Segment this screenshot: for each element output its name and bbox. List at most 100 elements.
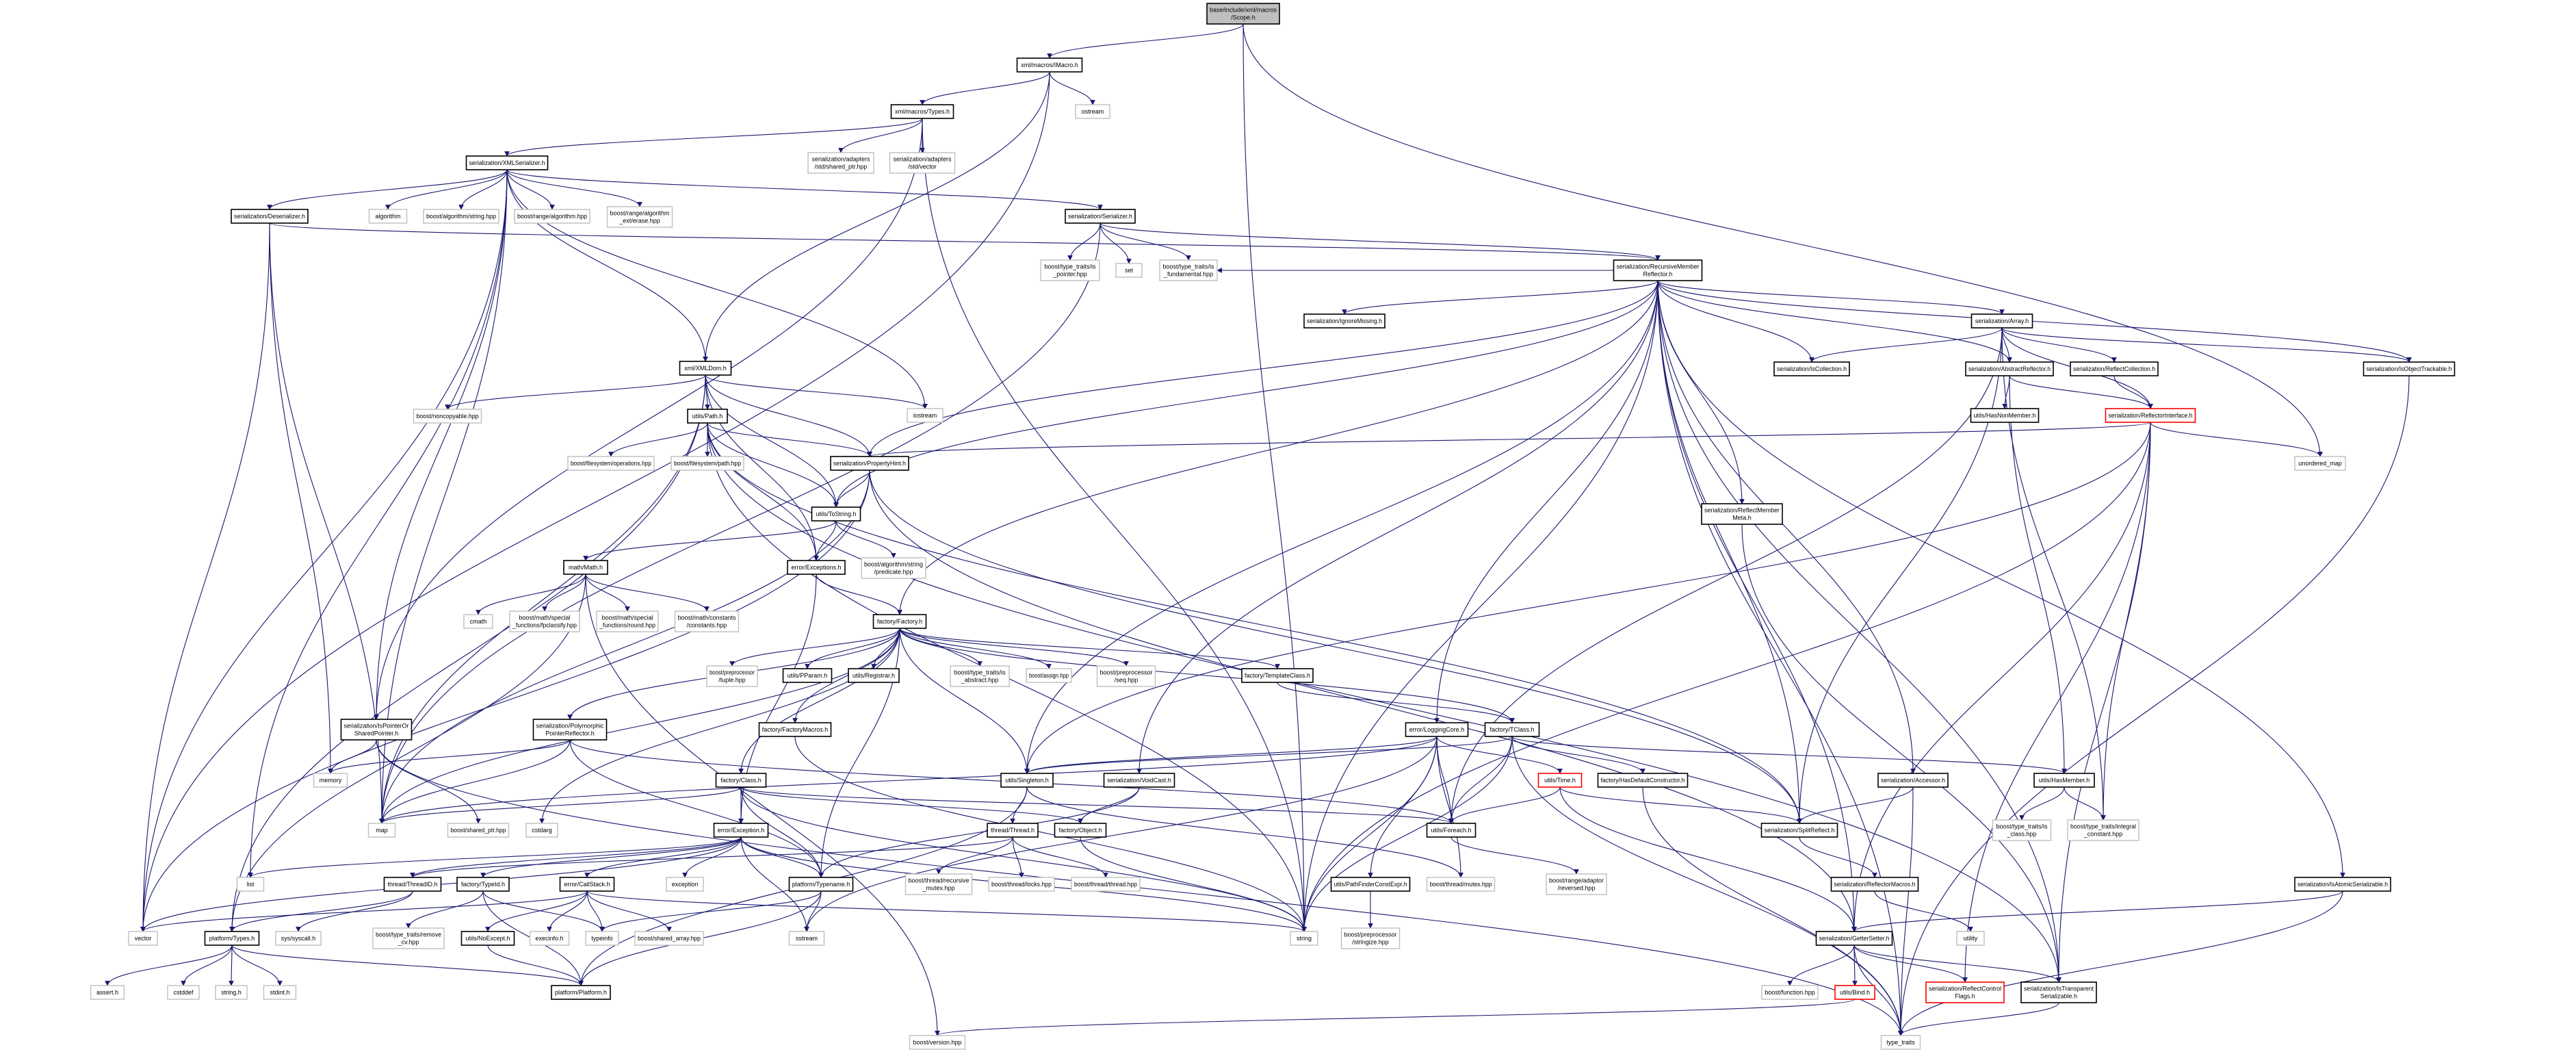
node-cstdarg[interactable]: cstdarg: [525, 823, 558, 838]
node-type-traits[interactable]: type_traits: [1880, 1035, 1921, 1050]
node-predicate[interactable]: boost/algorithm/string/predicate.hpp: [861, 557, 926, 579]
node-alg-string[interactable]: boost/algorithm/string.hpp: [423, 209, 499, 224]
node-cmath[interactable]: cmath: [463, 614, 493, 629]
node-bind[interactable]: utils/Bind.h: [1834, 985, 1875, 1000]
node-ptypes[interactable]: platform/Types.h: [204, 931, 260, 946]
node-vector[interactable]: vector: [128, 931, 158, 946]
node-umap[interactable]: unordered_map: [2294, 456, 2346, 471]
node-typeinfo[interactable]: typeinfo: [585, 931, 619, 946]
node-stdint[interactable]: stdint.h: [263, 985, 297, 1000]
node-hasmember[interactable]: utils/HasMember.h: [2033, 773, 2095, 788]
node-imacro[interactable]: xml/macros/IMacro.h: [1016, 57, 1083, 73]
node-typename[interactable]: platform/Typename.h: [788, 877, 854, 892]
node-istrack[interactable]: serialization/IsObjectTrackable.h: [2363, 361, 2456, 376]
node-splitrefl[interactable]: serialization/SplitReflect.h: [1760, 823, 1838, 838]
node-hasdef[interactable]: factory/HasDefaultConstructor.h: [1597, 773, 1689, 788]
node-seq[interactable]: boost/preprocessor/seq.hpp: [1096, 665, 1156, 687]
node-fs-ops[interactable]: boost/filesystem/operations.hpp: [567, 456, 655, 471]
node-shared-array[interactable]: boost/shared_array.hpp: [634, 931, 704, 946]
node-assert[interactable]: assert.h: [90, 985, 125, 1000]
node-time[interactable]: utils/Time.h: [1537, 773, 1583, 788]
node-locks[interactable]: boost/thread/locks.hpp: [988, 877, 1055, 892]
node-syscall[interactable]: sys/syscall.h: [275, 931, 322, 946]
node-logging[interactable]: error/LoggingCore.h: [1405, 722, 1469, 737]
node-threadhpp[interactable]: boost/thread/thread.hpp: [1071, 877, 1141, 892]
node-is-class[interactable]: boost/type_traits/is_class.hpp: [1992, 819, 2052, 841]
node-getset[interactable]: serialization/GetterSetter.h: [1815, 931, 1893, 946]
node-ostream[interactable]: ostream: [1075, 104, 1110, 119]
node-constants[interactable]: boost/math/constants/constants.hpp: [674, 610, 740, 632]
node-reversed[interactable]: boost/range/adaptor/reversed.hpp: [1546, 873, 1607, 895]
node-list[interactable]: list: [236, 877, 265, 892]
node-tclass[interactable]: factory/TClass.h: [1484, 722, 1540, 737]
node-platform[interactable]: platform/Platform.h: [551, 985, 611, 1000]
node-reflmacros[interactable]: serialization/ReflectorMacros.h: [1830, 877, 1919, 892]
node-isatomic[interactable]: serialization/IsAtomicSerializable.h: [2294, 877, 2391, 892]
node-erase[interactable]: boost/range/algorithm_ext/erase.hpp: [606, 206, 673, 228]
node-deser[interactable]: serialization/Deserializer.h: [231, 209, 309, 224]
node-object[interactable]: factory/Object.h: [1054, 823, 1107, 838]
node-accessor[interactable]: serialization/Accessor.h: [1877, 773, 1949, 788]
node-iostream[interactable]: iostream: [907, 408, 944, 423]
node-ad-sp[interactable]: serialization/adapters/std/shared_ptr.hp…: [807, 152, 874, 174]
node-noexcept[interactable]: utils/NoExcept.h: [460, 931, 515, 946]
node-fs-path[interactable]: boost/filesystem/path.hpp: [671, 456, 744, 471]
node-round[interactable]: boost/math/special_functions/round.hpp: [596, 610, 659, 632]
node-reflcoll[interactable]: serialization/ReflectCollection.h: [2070, 361, 2159, 376]
node-array[interactable]: serialization/Array.h: [1970, 313, 2033, 329]
node-remove-cv[interactable]: boost/type_traits/remove_cv.hpp: [372, 927, 445, 949]
node-is-pointer[interactable]: boost/type_traits/is_pointer.hpp: [1040, 259, 1100, 281]
node-mutex[interactable]: boost/thread/mutex.hpp: [1426, 877, 1496, 892]
node-exception-h[interactable]: error/Exception.h: [713, 823, 769, 838]
node-math[interactable]: math/Math.h: [563, 560, 608, 575]
node-utility[interactable]: utility: [1956, 931, 1985, 946]
node-assign[interactable]: boost/assign.hpp: [1026, 668, 1072, 683]
node-string[interactable]: string: [1290, 931, 1318, 946]
node-pparam[interactable]: utils/PParam.h: [782, 668, 833, 683]
node-path[interactable]: utils/Path.h: [687, 409, 728, 424]
node-tostring[interactable]: utils/ToString.h: [811, 506, 861, 522]
node-cstddef[interactable]: cstddef: [167, 985, 200, 1000]
node-types-x[interactable]: xml/macros/Types.h: [890, 104, 954, 119]
node-is-abstract[interactable]: boost/type_traits/is_abstract.hpp: [950, 665, 1010, 687]
node-callstack[interactable]: error/CallStack.h: [559, 877, 615, 892]
node-iscoll[interactable]: serialization/IsCollection.h: [1773, 361, 1850, 376]
node-recmutex[interactable]: boost/thread/recursive_mutex.hpp: [905, 873, 973, 895]
node-fmacros[interactable]: factory/FactoryMacros.h: [758, 722, 832, 737]
node-execinfo[interactable]: execinfo.h: [529, 931, 570, 946]
node-noncopy[interactable]: boost/noncopyable.hpp: [413, 409, 482, 424]
node-range-alg[interactable]: boost/range/algorithm.hpp: [514, 209, 590, 224]
node-fclass[interactable]: factory/Class.h: [715, 773, 767, 788]
node-thread[interactable]: thread/Thread.h: [987, 823, 1039, 838]
node-xmlser[interactable]: serialization/XMLSerializer.h: [465, 155, 549, 170]
node-factory[interactable]: factory/Factory.h: [872, 614, 927, 629]
node-xmldom[interactable]: xml/XMLDom.h: [679, 361, 732, 376]
node-prophint[interactable]: serialization/PropertyHint.h: [830, 456, 909, 471]
node-templcls[interactable]: factory/TemplateClass.h: [1241, 668, 1314, 683]
node-voidcast[interactable]: serialization/VoidCast.h: [1103, 773, 1175, 788]
node-memory[interactable]: memory: [313, 773, 348, 788]
node-pathfinder[interactable]: utils/PathFinderConstExpr.h: [1330, 877, 1411, 892]
node-sstream[interactable]: sstream: [788, 931, 825, 946]
node-set[interactable]: set: [1115, 263, 1143, 278]
node-ser[interactable]: serialization/Serializer.h: [1065, 209, 1136, 224]
node-ignore[interactable]: serialization/IgnoreMissing.h: [1303, 313, 1385, 329]
node-absrefl[interactable]: serialization/AbstractReflector.h: [1965, 361, 2054, 376]
node-map[interactable]: map: [367, 823, 396, 838]
node-shared-ptr[interactable]: boost/shared_ptr.hpp: [447, 823, 510, 838]
node-fpclass[interactable]: boost/math/special_functions/fpclassify.…: [509, 610, 580, 632]
node-exception[interactable]: exception: [666, 877, 704, 892]
node-typeid[interactable]: factory/TypeId.h: [456, 877, 510, 892]
node-tuple[interactable]: boost/preprocessor/tuple.hpp: [706, 665, 758, 687]
node-string-h[interactable]: string.h: [215, 985, 248, 1000]
node-hasnon[interactable]: utils/HasNonMember.h: [1970, 408, 2040, 423]
node-function[interactable]: boost/function.hpp: [1761, 985, 1819, 1000]
node-foreach[interactable]: utils/Foreach.h: [1426, 823, 1476, 838]
node-is-fund[interactable]: boost/type_traits/is_fundamental.hpp: [1159, 259, 1218, 281]
node-ad-vec[interactable]: serialization/adapters/std/vector: [889, 152, 956, 174]
